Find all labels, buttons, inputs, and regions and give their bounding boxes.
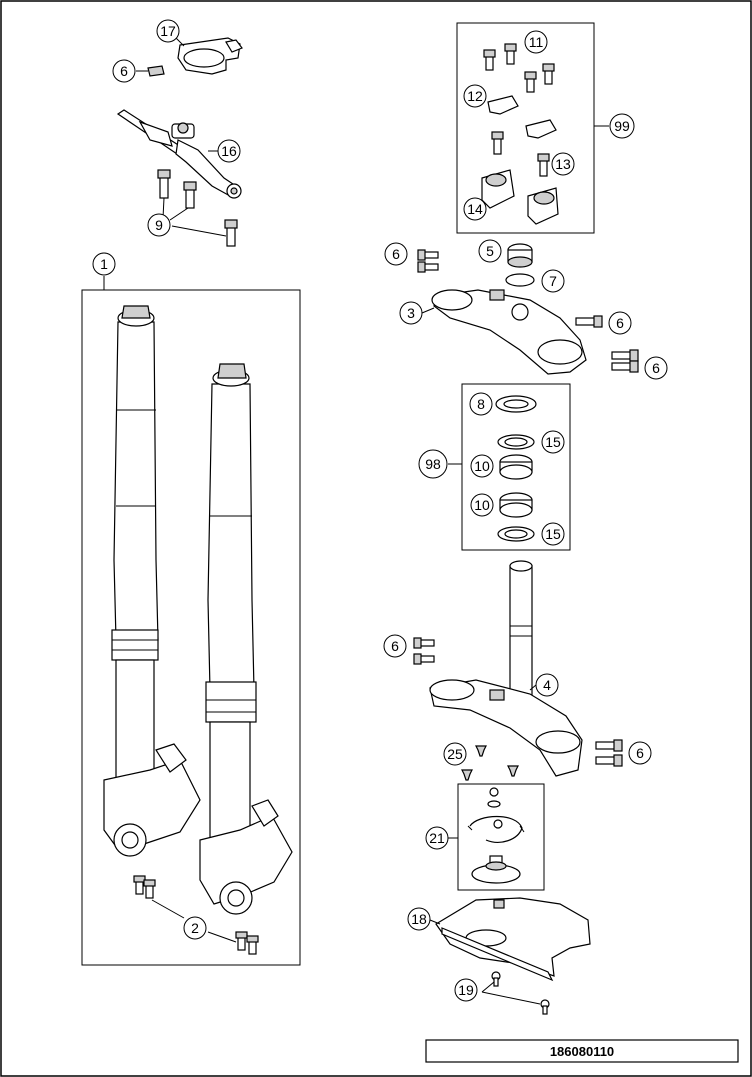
callout-14-label: 14 <box>467 201 483 217</box>
callout-11: 11 <box>524 30 548 54</box>
callout-3-label: 3 <box>407 305 415 321</box>
damper-bolts-part <box>157 169 238 247</box>
callout-6d-label: 6 <box>652 360 660 376</box>
callout-2: 2 <box>183 916 207 940</box>
callout-19: 19 <box>454 978 478 1002</box>
handlebar-clamp-upper-part <box>487 95 557 139</box>
upper-triple-clamp-part <box>431 289 587 375</box>
callout-16: 16 <box>217 139 241 163</box>
callout-3: 3 <box>399 301 423 325</box>
callout-99: 99 <box>609 113 635 139</box>
steering-damper-part <box>116 109 242 199</box>
axle-clamp-bolts-part <box>133 875 259 955</box>
callout-21-label: 21 <box>429 830 445 846</box>
callout-5: 5 <box>478 239 502 263</box>
steering-lock-parts <box>467 787 525 884</box>
screw-part <box>136 65 165 77</box>
callout-6-upper-right: 6 <box>608 311 632 335</box>
callout-19-label: 19 <box>458 982 474 998</box>
callout-14: 14 <box>463 197 487 221</box>
callout-7: 7 <box>541 269 565 293</box>
callout-11-label: 11 <box>529 34 544 50</box>
right-fork-leg-part <box>199 363 293 915</box>
callout-2-label: 2 <box>191 920 199 936</box>
callout-6-damper-clamp: 6 <box>112 59 136 83</box>
guard-screws-part <box>491 971 550 1015</box>
fork-assembly-box <box>81 289 301 966</box>
callout-12-label: 12 <box>467 88 483 104</box>
steering-lock-kit-box <box>457 783 545 891</box>
callout-1-label: 1 <box>100 256 108 272</box>
callout-25: 25 <box>443 742 467 766</box>
callout-5-label: 5 <box>486 243 494 259</box>
callout-98: 98 <box>418 449 448 479</box>
damper-clamp-part <box>177 37 243 75</box>
callout-10-upper: 10 <box>470 454 494 478</box>
bearing-kit-box <box>461 383 571 551</box>
lower-clamp-bolts-part <box>413 637 623 767</box>
callout-9-label: 9 <box>155 217 163 233</box>
handlebar-clamp-lower-part <box>481 169 559 225</box>
callout-18: 18 <box>407 907 431 931</box>
callout-6e-label: 6 <box>391 638 399 654</box>
bearing-parts <box>495 395 537 542</box>
callout-8: 8 <box>469 392 493 416</box>
lower-triple-clamp-part <box>429 560 583 777</box>
left-fork-leg-part <box>103 305 201 857</box>
document-number: 186080110 <box>550 1044 614 1059</box>
callout-12: 12 <box>463 84 487 108</box>
callout-25-label: 25 <box>447 746 463 762</box>
callout-13: 13 <box>551 152 575 176</box>
callout-16-label: 16 <box>221 143 237 159</box>
handlebar-clamp-bolts-part <box>483 43 555 177</box>
callout-6-upper-left: 6 <box>384 242 408 266</box>
callout-6-lower-left: 6 <box>383 634 407 658</box>
callout-6f-label: 6 <box>636 745 644 761</box>
callout-18-label: 18 <box>411 911 427 927</box>
callout-6b-label: 6 <box>392 246 400 262</box>
callout-6c-label: 6 <box>616 315 624 331</box>
callout-8-label: 8 <box>477 396 485 412</box>
callout-21: 21 <box>425 826 449 850</box>
callout-15b-label: 15 <box>545 526 561 542</box>
callout-15-lower: 15 <box>541 522 565 546</box>
callout-6-upper-far-right: 6 <box>644 356 668 380</box>
callout-15-upper: 15 <box>541 430 565 454</box>
callout-4: 4 <box>535 673 559 697</box>
callout-9: 9 <box>147 213 171 237</box>
small-screws-part <box>461 745 519 781</box>
callout-10-lower: 10 <box>470 493 494 517</box>
callout-6a-label: 6 <box>120 63 128 79</box>
washer-part <box>505 273 535 287</box>
callout-6-lower-right: 6 <box>628 741 652 765</box>
callout-98-label: 98 <box>425 456 441 472</box>
callout-15a-label: 15 <box>545 434 561 450</box>
handlebar-clamp-kit-box <box>456 22 595 234</box>
callout-1: 1 <box>92 252 116 276</box>
callout-4-label: 4 <box>543 677 551 693</box>
callout-7-label: 7 <box>549 273 557 289</box>
steering-guard-part <box>435 897 591 982</box>
callout-99-label: 99 <box>614 118 630 134</box>
document-number-box <box>425 1039 739 1063</box>
top-nut-part <box>507 243 533 268</box>
callout-13-label: 13 <box>555 156 571 172</box>
callout-10b-label: 10 <box>474 497 490 513</box>
callout-10a-label: 10 <box>474 458 490 474</box>
upper-clamp-bolts-part <box>417 249 639 373</box>
callout-17: 17 <box>156 19 180 43</box>
callout-17-label: 17 <box>160 23 176 39</box>
